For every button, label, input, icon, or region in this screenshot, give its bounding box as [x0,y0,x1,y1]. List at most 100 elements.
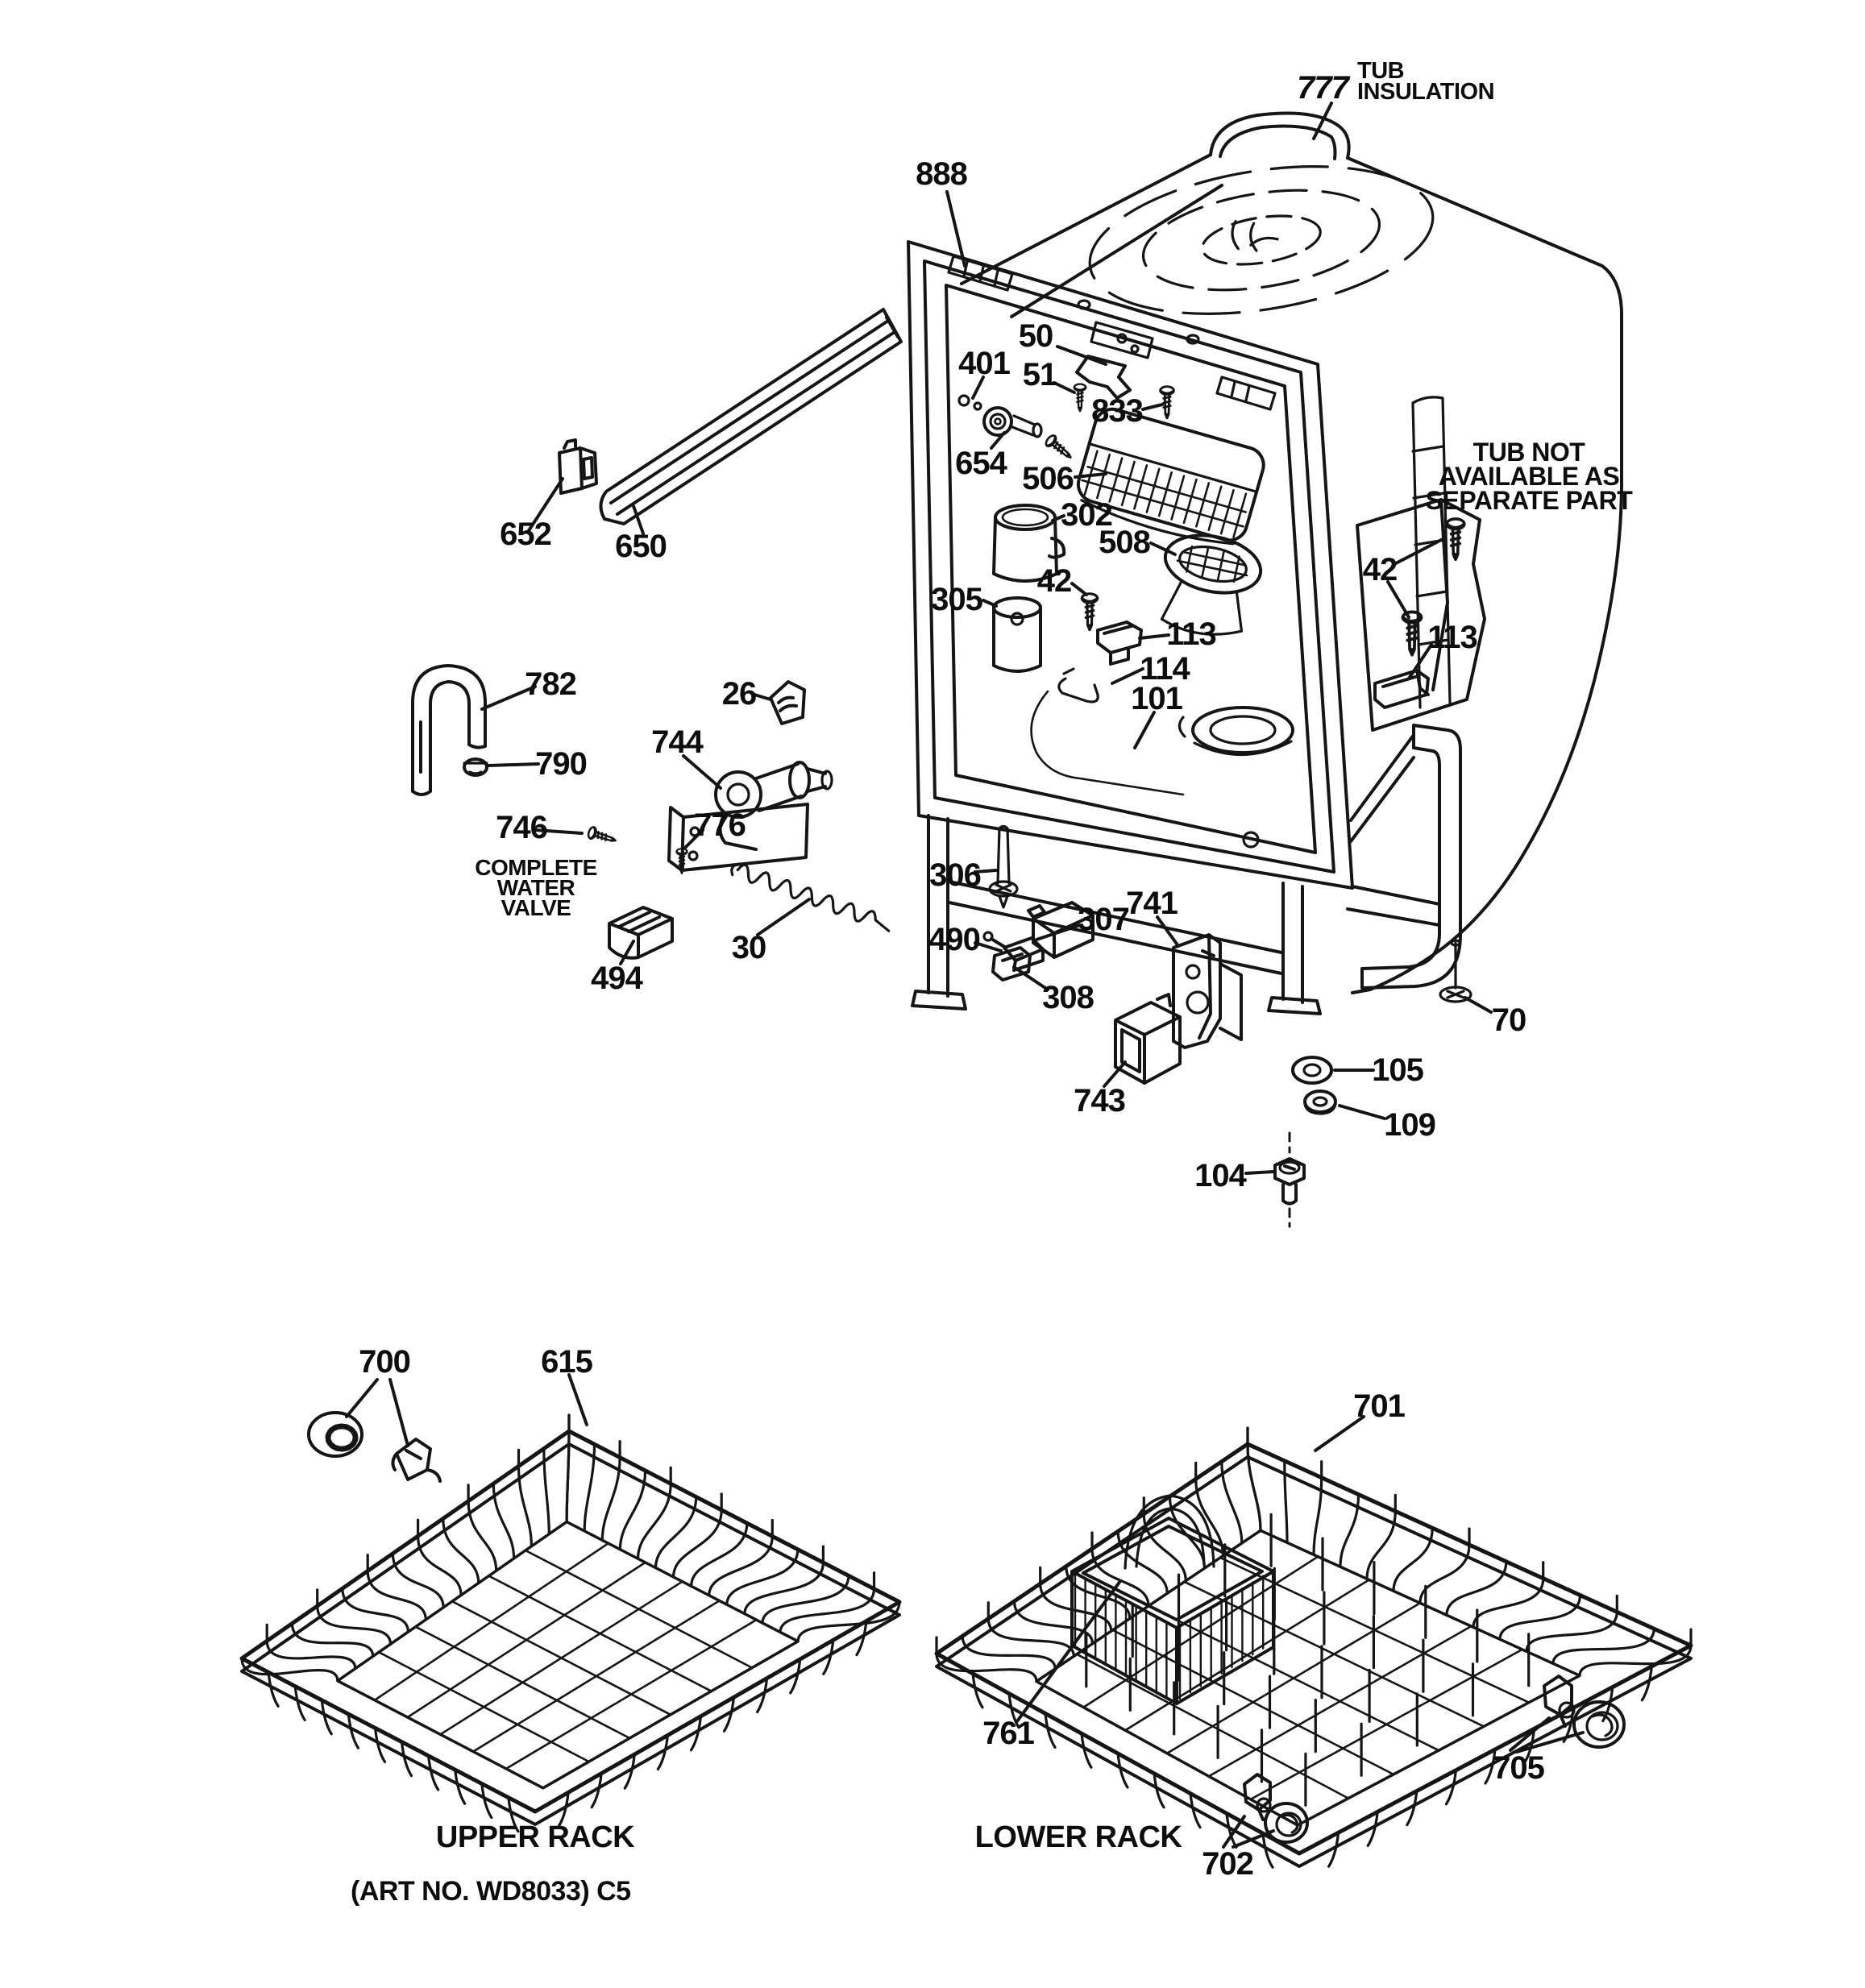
callout-490: 490 [928,922,980,957]
caption-art-no: (ART NO. WD8033) C5 [351,1876,631,1907]
tub-body-outline [960,153,1623,994]
roller-700-knurl [325,1423,359,1452]
hub-654-outer [982,406,1013,437]
upper-rack-wires [239,1413,902,1833]
bolt-306 [995,824,1012,909]
valve-body-inner [726,782,750,807]
callout-777: 777 [1297,70,1350,106]
leveling-foot-70-base [1439,986,1472,1003]
sump-101-detail [1178,716,1293,757]
part-508-inner [1178,545,1248,583]
bracket-113-tub [1096,620,1143,666]
frame-hole-right [1186,334,1200,345]
callout-113-tub: 113 [1166,616,1216,652]
lower-rack-wires-wire [1418,1543,1471,1604]
left-exploded-parts [411,308,903,960]
junction-box-743 [1114,993,1182,1085]
grille-hatch-line [1120,460,1136,507]
roller-705-wheel [1572,1700,1626,1749]
upper-rack-roller-parts-700 [307,1411,442,1483]
callout-42-tub: 42 [1037,563,1072,599]
grille-hatch-line [1145,467,1161,513]
bolt-306-head [988,880,1019,898]
upper-rack-wires-wire [636,1482,672,1560]
upper-rack-wires-wire [316,1604,393,1646]
upper-rack-wires-wire [689,1715,703,1752]
lower-rack-wires-wire [1327,1831,1340,1868]
lower-rack-wires-wire [1551,1627,1655,1665]
lower-rack-wires-wire [1207,1625,1472,1778]
bolt-104 [1273,1157,1306,1206]
callout-888: 888 [916,156,967,192]
hub-654-pin [1011,414,1036,437]
upper-rack-wires-wire [439,1580,683,1736]
upper-rack-wires-wire [290,1622,375,1658]
roller-702-wheel-swirl [1280,1813,1299,1834]
upper-rack-wires-wire [654,1495,698,1570]
caption-upper-rack: UPPER RACK [436,1820,635,1854]
lower-rack-wires-wire [1445,1560,1508,1617]
nut-109-depth [1303,1102,1337,1115]
tub-side-strap [1411,396,1452,709]
callout-104: 104 [1194,1158,1247,1193]
lower-rack-wires-wire [1116,1752,1129,1789]
tube-782 [411,664,487,796]
frame-bottom-bolt [1242,831,1260,849]
internal-components [957,355,1294,849]
callout-506: 506 [1022,461,1074,496]
upper-rack-wires-wire [471,1600,721,1753]
grille-hatch-line [1219,488,1235,535]
callout-113-bracket: 113 [1427,620,1477,655]
part-508-stand [1160,580,1244,636]
base-legs-and-tube [911,724,1462,1015]
grommet-790-detail [463,762,488,775]
grille-hatch-line [1182,478,1198,525]
lower-rack-wires-wire [1406,1790,1418,1827]
lower-rack-wires-wire [1525,1610,1618,1653]
lower-rack-wires-wire [1444,1769,1457,1806]
hub-654-mid [989,413,1007,430]
grille-hatch-line [1133,464,1148,510]
lower-rack-wires-wire [1392,1526,1434,1592]
upper-rack-wires-wire [454,1768,467,1805]
upper-rack-wires-wire [517,1464,533,1548]
callout-70: 70 [1492,1002,1526,1038]
wire-114 [1057,667,1099,703]
leveling-foot-70 [1446,941,1465,999]
cylinder-305-body [992,606,1042,673]
lower-rack [934,1426,1693,1869]
lower-rack-wires-wire [1365,1509,1397,1580]
callout-51: 51 [1023,357,1057,392]
callout-494: 494 [591,961,643,996]
lower-rack-wires-wire [971,1672,984,1709]
upper-rack-wires-wire [779,1587,876,1633]
callout-30: 30 [732,930,766,965]
callout-308: 308 [1042,980,1094,1015]
upper-rack-wires-wire [507,1796,520,1833]
callout-50: 50 [1019,318,1053,354]
right-mount-bracket [1356,498,1486,732]
grille-hatch-line [1207,485,1223,532]
washer-105 [1291,1056,1333,1085]
grille-hatch-line [1096,453,1111,500]
spring-30-coil [730,862,891,932]
bracket-panel [1356,498,1486,732]
cylinder-305-hole [1010,612,1024,626]
roller-702-wheel [1264,1802,1309,1844]
lower-rack-wires-wire [1189,1792,1202,1829]
callout-307: 307 [1078,902,1129,937]
upper-rack-wires-wire [427,1754,440,1791]
lower-rack-wires-wire [1116,1529,1169,1595]
clip-652 [558,438,598,495]
upper-rack-wires-wire [789,1658,802,1695]
note-complete-water-valve-line2: WATER [497,875,575,900]
callout-306: 306 [929,857,981,893]
lower-rack-wires-wire [1153,1772,1165,1809]
rail-650 [599,308,903,525]
lower-rack-wires-wire [1339,1492,1360,1568]
grille-lip [1080,499,1235,546]
bracket-741 [1172,933,1243,1049]
switch-307 [1027,901,1094,959]
callout-701: 701 [1353,1388,1405,1424]
upper-rack-wires-wire [557,1791,570,1828]
